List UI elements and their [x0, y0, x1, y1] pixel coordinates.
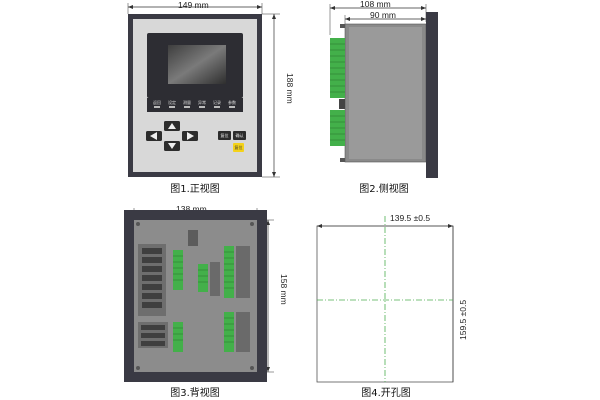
arrow-keypad[interactable]: [146, 121, 198, 151]
function-key-2-label: 确认: [236, 132, 244, 138]
front-width-label: 149 mm: [178, 0, 209, 10]
back-width-label: 138 mm: [176, 204, 207, 214]
softkey-led-1: [154, 106, 160, 108]
arrow-right-icon: [187, 132, 194, 140]
softkey-led-5: [214, 106, 220, 108]
softkey-label-6: 参数: [228, 99, 236, 105]
side-view: 108 mm 90 mm 图2.侧视图: [329, 0, 438, 195]
cutout-height-label: 159.5 ±0.5: [458, 300, 468, 340]
green-terminal-4: [173, 322, 183, 352]
green-terminal-3: [224, 246, 234, 298]
arrow-down-icon: [168, 143, 176, 149]
side-bezel: [426, 12, 438, 178]
cutout-width-label: 139.5 ±0.5: [390, 213, 430, 223]
function-key-1[interactable]: [218, 131, 231, 140]
side-view-caption: 图2.侧视图: [359, 182, 409, 195]
side-connector: [339, 99, 345, 109]
cutout-view: 139.5 ±0.5 159.5 ±0.5 图4.开孔图: [316, 213, 468, 399]
lcd-screen: [168, 45, 226, 84]
back-green-terminals: [173, 246, 234, 352]
back-view: 138 mm 158 mm: [124, 204, 289, 399]
reset-key-label: 复位: [235, 144, 243, 150]
front-height-label: 188 mm: [285, 73, 295, 104]
softkey-led-3: [184, 106, 190, 108]
reset-key[interactable]: [233, 143, 244, 152]
side-body-label: 90 mm: [370, 10, 396, 20]
front-view: 149 mm 188 mm 返回 设定 测量 异常 记录 参数: [127, 0, 295, 195]
softkey-label-3: 测量: [183, 99, 191, 105]
softkey-led-4: [199, 106, 205, 108]
function-key-1-label: 复位: [221, 132, 229, 138]
softkey-label-2: 设定: [168, 99, 176, 105]
back-view-caption: 图3.背视图: [170, 386, 220, 399]
arrow-left-icon: [150, 132, 157, 140]
softkey-led-2: [169, 106, 175, 108]
green-terminal-2: [198, 264, 208, 292]
softkey-label-4: 异常: [198, 99, 206, 105]
cutout-view-caption: 图4.开孔图: [361, 387, 411, 399]
softkey-label-5: 记录: [213, 99, 221, 105]
green-terminal-1: [173, 250, 183, 290]
green-terminal-5: [224, 312, 234, 352]
arrow-up-icon: [168, 123, 176, 129]
back-height-label: 158 mm: [279, 274, 289, 305]
softkey-label-1: 返回: [153, 99, 161, 105]
function-key-2[interactable]: [233, 131, 246, 140]
softkey-led-6: [229, 106, 235, 108]
side-depth-label: 108 mm: [360, 0, 391, 9]
softkey-labels: 返回 设定 测量 异常 记录 参数: [153, 99, 236, 105]
softkey-strip: [147, 98, 243, 112]
front-view-caption: 图1.正视图: [170, 182, 220, 195]
side-housing-face: [349, 27, 422, 159]
